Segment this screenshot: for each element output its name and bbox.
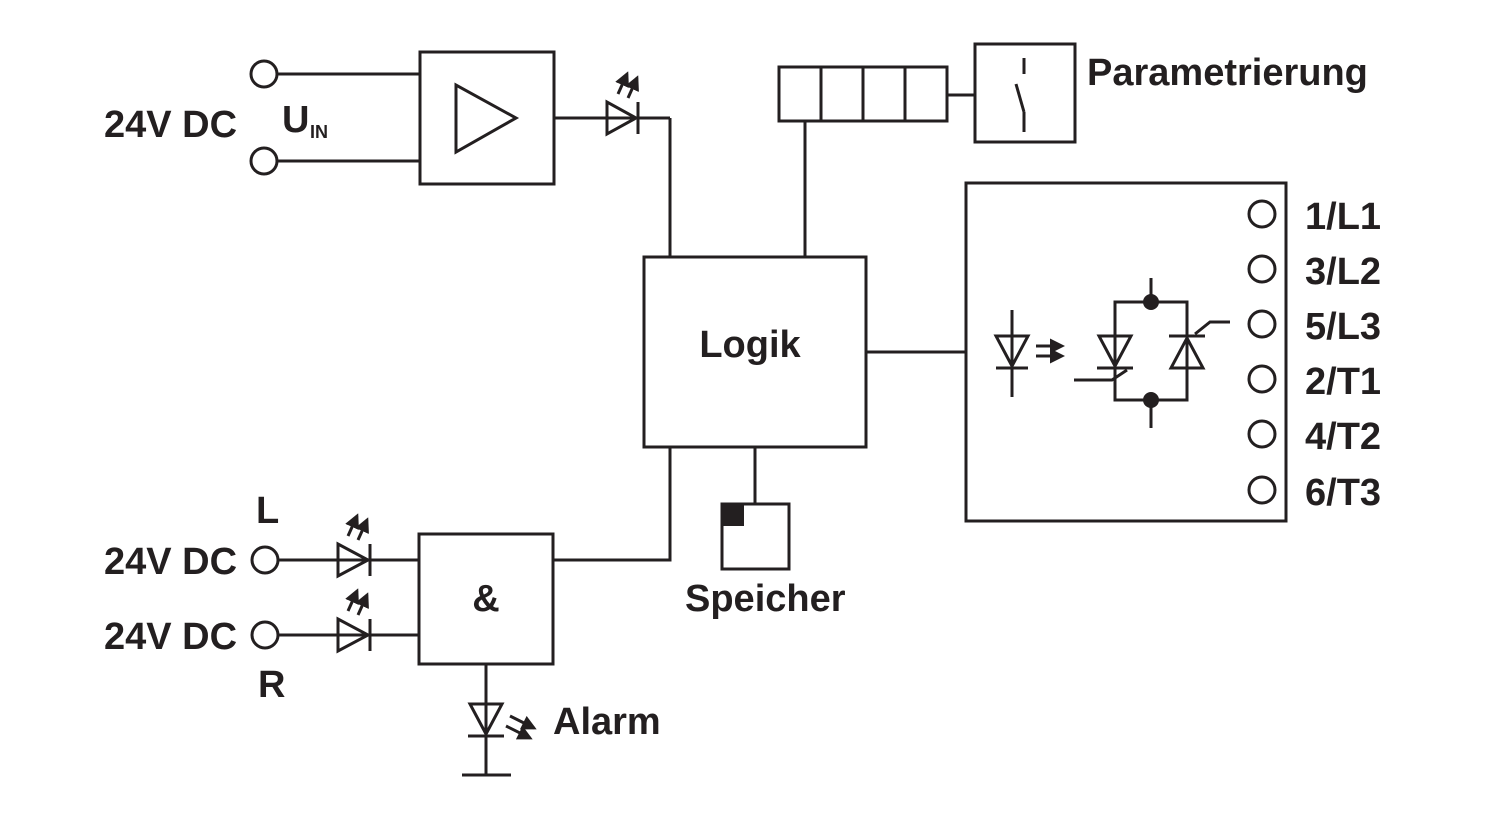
input-l-section: L 24V DC [104, 490, 419, 583]
parameter-section: Parametrierung [777, 42, 1368, 257]
terminal-uin-plus [249, 59, 279, 89]
terminal-label: 2/T1 [1305, 361, 1381, 403]
thyristor-pair-icon [1074, 278, 1230, 428]
power-led-icon [554, 71, 670, 137]
alarm-section: Alarm [462, 664, 661, 777]
optocoupler-led-icon [993, 310, 1065, 397]
input-power-label: 24V DC [104, 104, 237, 146]
terminal-label: 6/T3 [1305, 472, 1381, 514]
input-l-led-icon [336, 513, 372, 579]
terminal-input-l [250, 545, 280, 575]
input-power-section: 24V DC U IN [104, 50, 556, 186]
terminal-circle [1247, 199, 1277, 229]
terminal-label: 3/L2 [1305, 251, 1381, 293]
memory-label: Speicher [685, 578, 846, 620]
input-l-side-label: L [256, 490, 279, 532]
alarm-led-icon [467, 702, 537, 740]
terminal-label: 1/L1 [1305, 196, 1381, 238]
terminal-uin-minus [249, 146, 279, 176]
terminal-circle [1247, 309, 1277, 339]
terminal-input-r [250, 620, 280, 650]
terminal-label: 5/L3 [1305, 306, 1381, 348]
switch-contact-icon [1014, 58, 1026, 132]
and-gate-box [417, 532, 555, 666]
terminal-list: 1/L1 3/L2 5/L3 2/T1 4/T2 6/T3 [1247, 196, 1381, 514]
input-r-led-icon [336, 588, 372, 654]
terminal-circle [1247, 419, 1277, 449]
amplifier-triangle-icon [454, 82, 520, 155]
terminal-circle [1247, 475, 1277, 505]
input-l-label: 24V DC [104, 541, 237, 583]
input-r-side-label: R [258, 664, 285, 706]
input-r-label: 24V DC [104, 616, 237, 658]
and-gate-label: & [472, 578, 499, 620]
uin-subscript: IN [310, 122, 328, 142]
wire-and-to-logic [553, 447, 672, 562]
terminal-label: 4/T2 [1305, 416, 1381, 458]
memory-icon [722, 504, 744, 526]
input-r-section: 24V DC R [104, 588, 419, 706]
alarm-label: Alarm [553, 701, 661, 743]
logic-label: Logik [699, 324, 801, 366]
terminal-circle [1247, 254, 1277, 284]
parameter-label: Parametrierung [1087, 52, 1368, 94]
amplifier-box [418, 50, 556, 186]
output-box [964, 181, 1288, 523]
terminal-circle [1247, 364, 1277, 394]
uin-symbol: U [282, 99, 309, 141]
memory-section: Speicher [685, 447, 846, 620]
